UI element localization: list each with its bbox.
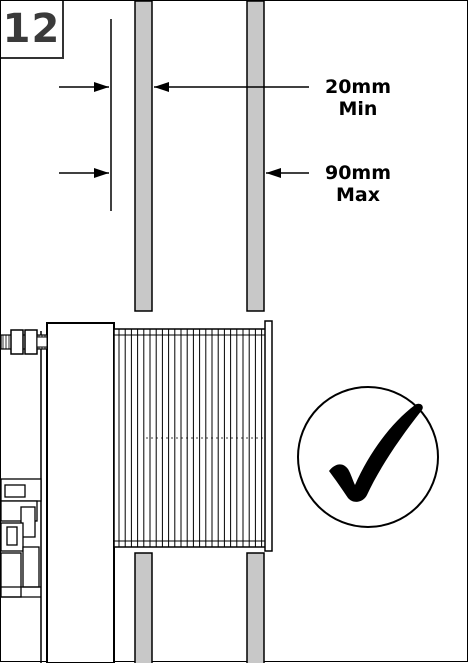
wall-panel-left-lower bbox=[134, 552, 153, 663]
max-dimension-qualifier: Max bbox=[336, 184, 380, 206]
wall-panel-right-upper bbox=[246, 1, 265, 312]
wall-panel-right-lower bbox=[246, 552, 265, 663]
corrugated-sleeve bbox=[113, 320, 273, 552]
min-dimension-value: 20mm bbox=[324, 76, 392, 98]
max-dimension-arrows bbox=[59, 168, 309, 178]
mounting-plate bbox=[46, 322, 115, 663]
wall-panel-left-upper bbox=[134, 1, 153, 312]
step-number: 12 bbox=[1, 1, 64, 59]
min-dimension-arrows bbox=[59, 82, 309, 92]
min-dimension-label: 20mm Min bbox=[319, 76, 397, 120]
bolt-assembly bbox=[1, 329, 48, 355]
min-dimension-qualifier: Min bbox=[338, 98, 378, 120]
bracket-mechanism bbox=[1, 478, 42, 598]
checkmark-badge bbox=[297, 386, 439, 528]
checkmark-icon bbox=[329, 403, 423, 502]
max-dimension-label: 90mm Max bbox=[319, 162, 397, 206]
max-dimension-value: 90mm bbox=[324, 162, 392, 184]
